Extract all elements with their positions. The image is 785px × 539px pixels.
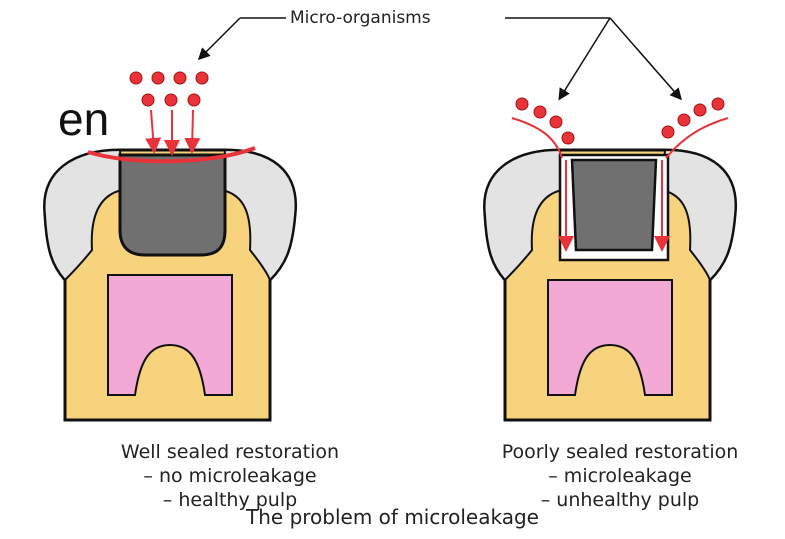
- left-caption-line2: – no microleakage: [110, 464, 350, 488]
- left-bacteria-arrows: [151, 110, 193, 152]
- label-pointer-lines: [200, 18, 680, 98]
- left-bacteria-cluster: [130, 72, 208, 106]
- right-caption-line2: – microleakage: [490, 464, 750, 488]
- figure-title: The problem of microleakage: [0, 505, 785, 529]
- right-tooth: [485, 150, 736, 420]
- right-caption-line1: Poorly sealed restoration: [490, 440, 750, 464]
- microleakage-diagram: [0, 0, 785, 500]
- left-caption: Well sealed restoration – no microleakag…: [110, 440, 350, 512]
- right-bacteria-cluster-right: [662, 98, 724, 138]
- left-tooth: [45, 148, 296, 420]
- micro-organisms-label: Micro-organisms: [290, 8, 431, 28]
- left-caption-line1: Well sealed restoration: [110, 440, 350, 464]
- right-caption: Poorly sealed restoration – microleakage…: [490, 440, 750, 512]
- right-bacteria-cluster-left: [516, 98, 574, 144]
